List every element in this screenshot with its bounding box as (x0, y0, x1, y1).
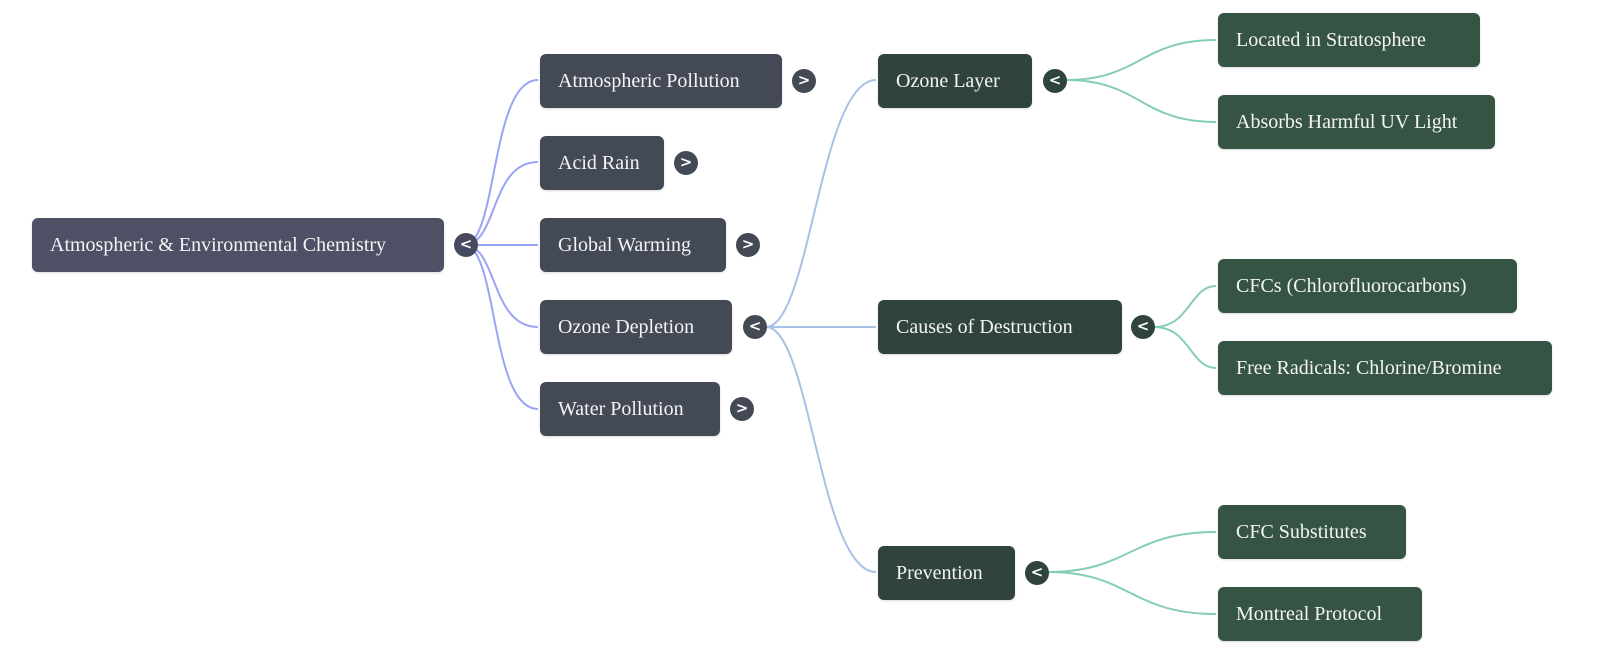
link-root-water-pollution (463, 244, 539, 410)
branch-acid-rain[interactable]: Acid Rain (540, 136, 664, 190)
link-ozone-layer-stratosphere (1065, 39, 1217, 81)
collapse-ozone-depletion-icon[interactable]: < (743, 315, 767, 339)
branch-global-warming[interactable]: Global Warming (540, 218, 726, 272)
branch-ozone-depletion[interactable]: Ozone Depletion (540, 300, 732, 354)
root-node[interactable]: Atmospheric & Environmental Chemistry (32, 218, 444, 272)
link-root-acid-rain (463, 161, 539, 246)
topic-causes-of-destruction[interactable]: Causes of Destruction (878, 300, 1122, 354)
leaf-cfcs[interactable]: CFCs (Chlorofluorocarbons) (1218, 259, 1517, 313)
topic-ozone-layer[interactable]: Ozone Layer (878, 54, 1032, 108)
collapse-causes-icon[interactable]: < (1131, 315, 1155, 339)
branch-atmospheric-pollution[interactable]: Atmospheric Pollution (540, 54, 782, 108)
link-ozone-depletion-ozone-layer (765, 79, 877, 328)
expand-water-pollution-icon[interactable]: > (730, 397, 754, 421)
link-prevention-substitutes (1047, 531, 1217, 573)
collapse-root-icon[interactable]: < (454, 233, 478, 257)
collapse-prevention-icon[interactable]: < (1025, 561, 1049, 585)
link-ozone-layer-uv (1065, 79, 1217, 123)
link-root-ozone-depletion (463, 244, 539, 328)
expand-global-warming-icon[interactable]: > (736, 233, 760, 257)
leaf-montreal-protocol[interactable]: Montreal Protocol (1218, 587, 1422, 641)
link-prevention-montreal (1047, 571, 1217, 615)
leaf-absorbs-uv-light[interactable]: Absorbs Harmful UV Light (1218, 95, 1495, 149)
topic-prevention[interactable]: Prevention (878, 546, 1015, 600)
leaf-cfc-substitutes[interactable]: CFC Substitutes (1218, 505, 1406, 559)
link-causes-radicals (1153, 326, 1217, 369)
link-ozone-depletion-prevention (765, 326, 877, 573)
expand-acid-rain-icon[interactable]: > (674, 151, 698, 175)
expand-atmospheric-pollution-icon[interactable]: > (792, 69, 816, 93)
leaf-free-radicals[interactable]: Free Radicals: Chlorine/Bromine (1218, 341, 1552, 395)
branch-water-pollution[interactable]: Water Pollution (540, 382, 720, 436)
link-causes-cfcs (1153, 285, 1217, 328)
link-root-atmospheric-pollution (463, 79, 539, 246)
collapse-ozone-layer-icon[interactable]: < (1043, 69, 1067, 93)
leaf-located-in-stratosphere[interactable]: Located in Stratosphere (1218, 13, 1480, 67)
